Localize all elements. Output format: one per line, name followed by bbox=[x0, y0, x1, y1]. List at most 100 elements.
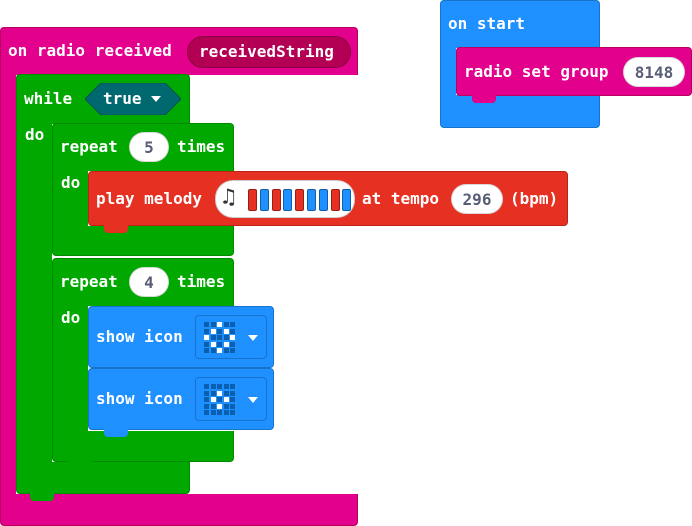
led-off bbox=[223, 322, 229, 327]
while-block[interactable]: while true bbox=[16, 74, 190, 124]
while-do-label: do bbox=[25, 125, 45, 144]
led-off bbox=[210, 335, 216, 340]
led-off bbox=[204, 397, 209, 402]
led-off bbox=[217, 341, 222, 347]
led-off bbox=[223, 335, 229, 340]
chevron-down-icon bbox=[248, 335, 258, 341]
led-off bbox=[230, 397, 235, 402]
led-off bbox=[204, 403, 209, 409]
music-note-icon: ♫ bbox=[222, 185, 236, 210]
play-melody-notch bbox=[104, 225, 128, 233]
led-off bbox=[210, 348, 216, 353]
led-on bbox=[210, 397, 216, 402]
radio-set-group-block[interactable]: radio set group 8148 bbox=[456, 47, 692, 96]
led-off bbox=[230, 322, 235, 327]
led-on bbox=[230, 335, 235, 340]
on-radio-received-arm bbox=[0, 74, 16, 496]
play-melody-label: play melody bbox=[96, 189, 202, 208]
melody-note bbox=[248, 189, 257, 211]
led-off bbox=[223, 348, 229, 353]
icon-picker-dropdown[interactable] bbox=[195, 377, 267, 421]
led-on bbox=[204, 335, 209, 340]
show-icon-label: show icon bbox=[96, 389, 183, 408]
show-icon-block[interactable]: show icon bbox=[88, 368, 274, 430]
on-start-label: on start bbox=[448, 14, 526, 33]
bpm-label: (bpm) bbox=[510, 189, 559, 208]
while-footer bbox=[16, 462, 190, 494]
repeat-count-input[interactable]: 5 bbox=[129, 132, 169, 162]
repeat-count-input[interactable]: 4 bbox=[129, 267, 169, 297]
while-arm: do bbox=[16, 123, 52, 463]
led-off bbox=[230, 384, 235, 389]
melody-note bbox=[318, 189, 328, 211]
led-off bbox=[204, 348, 209, 353]
repeat-4-footer bbox=[52, 431, 234, 462]
melody-note bbox=[283, 189, 293, 211]
on-start-block[interactable]: on start bbox=[440, 0, 600, 48]
led-off bbox=[204, 390, 209, 396]
led-off bbox=[223, 403, 229, 409]
led-on bbox=[217, 403, 222, 409]
true-boolean-dropdown[interactable]: true bbox=[85, 83, 181, 115]
melody-note bbox=[295, 189, 305, 211]
repeat-4-block[interactable]: repeat 4 times bbox=[52, 258, 234, 306]
led-on bbox=[223, 397, 229, 402]
led-off bbox=[210, 384, 216, 389]
radio-set-group-label: radio set group bbox=[464, 62, 609, 81]
repeat-5-block[interactable]: repeat 5 times bbox=[52, 123, 234, 171]
led-off bbox=[217, 410, 222, 415]
repeat-do-label: do bbox=[61, 173, 81, 192]
play-melody-block[interactable]: play melody ♫ at tempo 296 (bpm) bbox=[88, 171, 568, 226]
led-on bbox=[217, 322, 222, 327]
chevron-down-icon bbox=[151, 96, 161, 102]
led-off bbox=[204, 341, 209, 347]
led-off bbox=[217, 397, 222, 402]
repeat-5-footer bbox=[52, 226, 234, 256]
times-label: times bbox=[177, 137, 226, 156]
on-start-footer bbox=[440, 95, 600, 128]
led-on bbox=[217, 348, 222, 353]
melody-note bbox=[307, 189, 316, 211]
led-off bbox=[230, 403, 235, 409]
show-icon-label: show icon bbox=[96, 327, 183, 346]
led-off bbox=[230, 341, 235, 347]
repeat-4-arm: do bbox=[52, 305, 88, 433]
radio-group-input[interactable]: 8148 bbox=[623, 57, 685, 87]
led-off bbox=[204, 410, 209, 415]
led-off bbox=[204, 328, 209, 334]
led-off bbox=[230, 410, 235, 415]
led-off bbox=[223, 390, 229, 396]
while-bottom-notch bbox=[30, 493, 54, 501]
led-off bbox=[230, 390, 235, 396]
at-tempo-label: at tempo bbox=[362, 189, 440, 208]
repeat-4-notch bbox=[68, 461, 92, 469]
show-icon-block[interactable]: show icon bbox=[88, 306, 274, 368]
led-off bbox=[204, 384, 209, 389]
melody-note bbox=[342, 189, 352, 211]
radio-set-group-notch bbox=[472, 95, 496, 103]
led-off bbox=[217, 335, 222, 340]
led-off bbox=[210, 403, 216, 409]
led-off bbox=[204, 322, 209, 327]
melody-editor-field[interactable]: ♫ bbox=[215, 180, 355, 218]
on-radio-received-footer bbox=[0, 494, 358, 526]
chevron-down-icon bbox=[248, 397, 258, 403]
show-icon-notch bbox=[104, 429, 128, 437]
led-off bbox=[210, 322, 216, 327]
repeat-label: repeat bbox=[60, 272, 118, 291]
on-radio-received-label: on radio received bbox=[8, 41, 172, 60]
on-start-arm bbox=[440, 47, 456, 97]
on-radio-received-block[interactable]: on radio received receivedString bbox=[0, 27, 358, 75]
icon-picker-dropdown[interactable] bbox=[195, 315, 267, 359]
led-on bbox=[223, 341, 229, 347]
melody-note bbox=[271, 189, 281, 211]
tempo-input[interactable]: 296 bbox=[451, 184, 503, 214]
led-off bbox=[210, 390, 216, 396]
melody-note bbox=[259, 189, 269, 211]
repeat-do-label: do bbox=[61, 308, 81, 327]
led-off bbox=[223, 410, 229, 415]
led-on bbox=[210, 328, 216, 334]
received-string-variable[interactable]: receivedString bbox=[187, 36, 351, 68]
led-off bbox=[217, 384, 222, 389]
led-on bbox=[223, 328, 229, 334]
